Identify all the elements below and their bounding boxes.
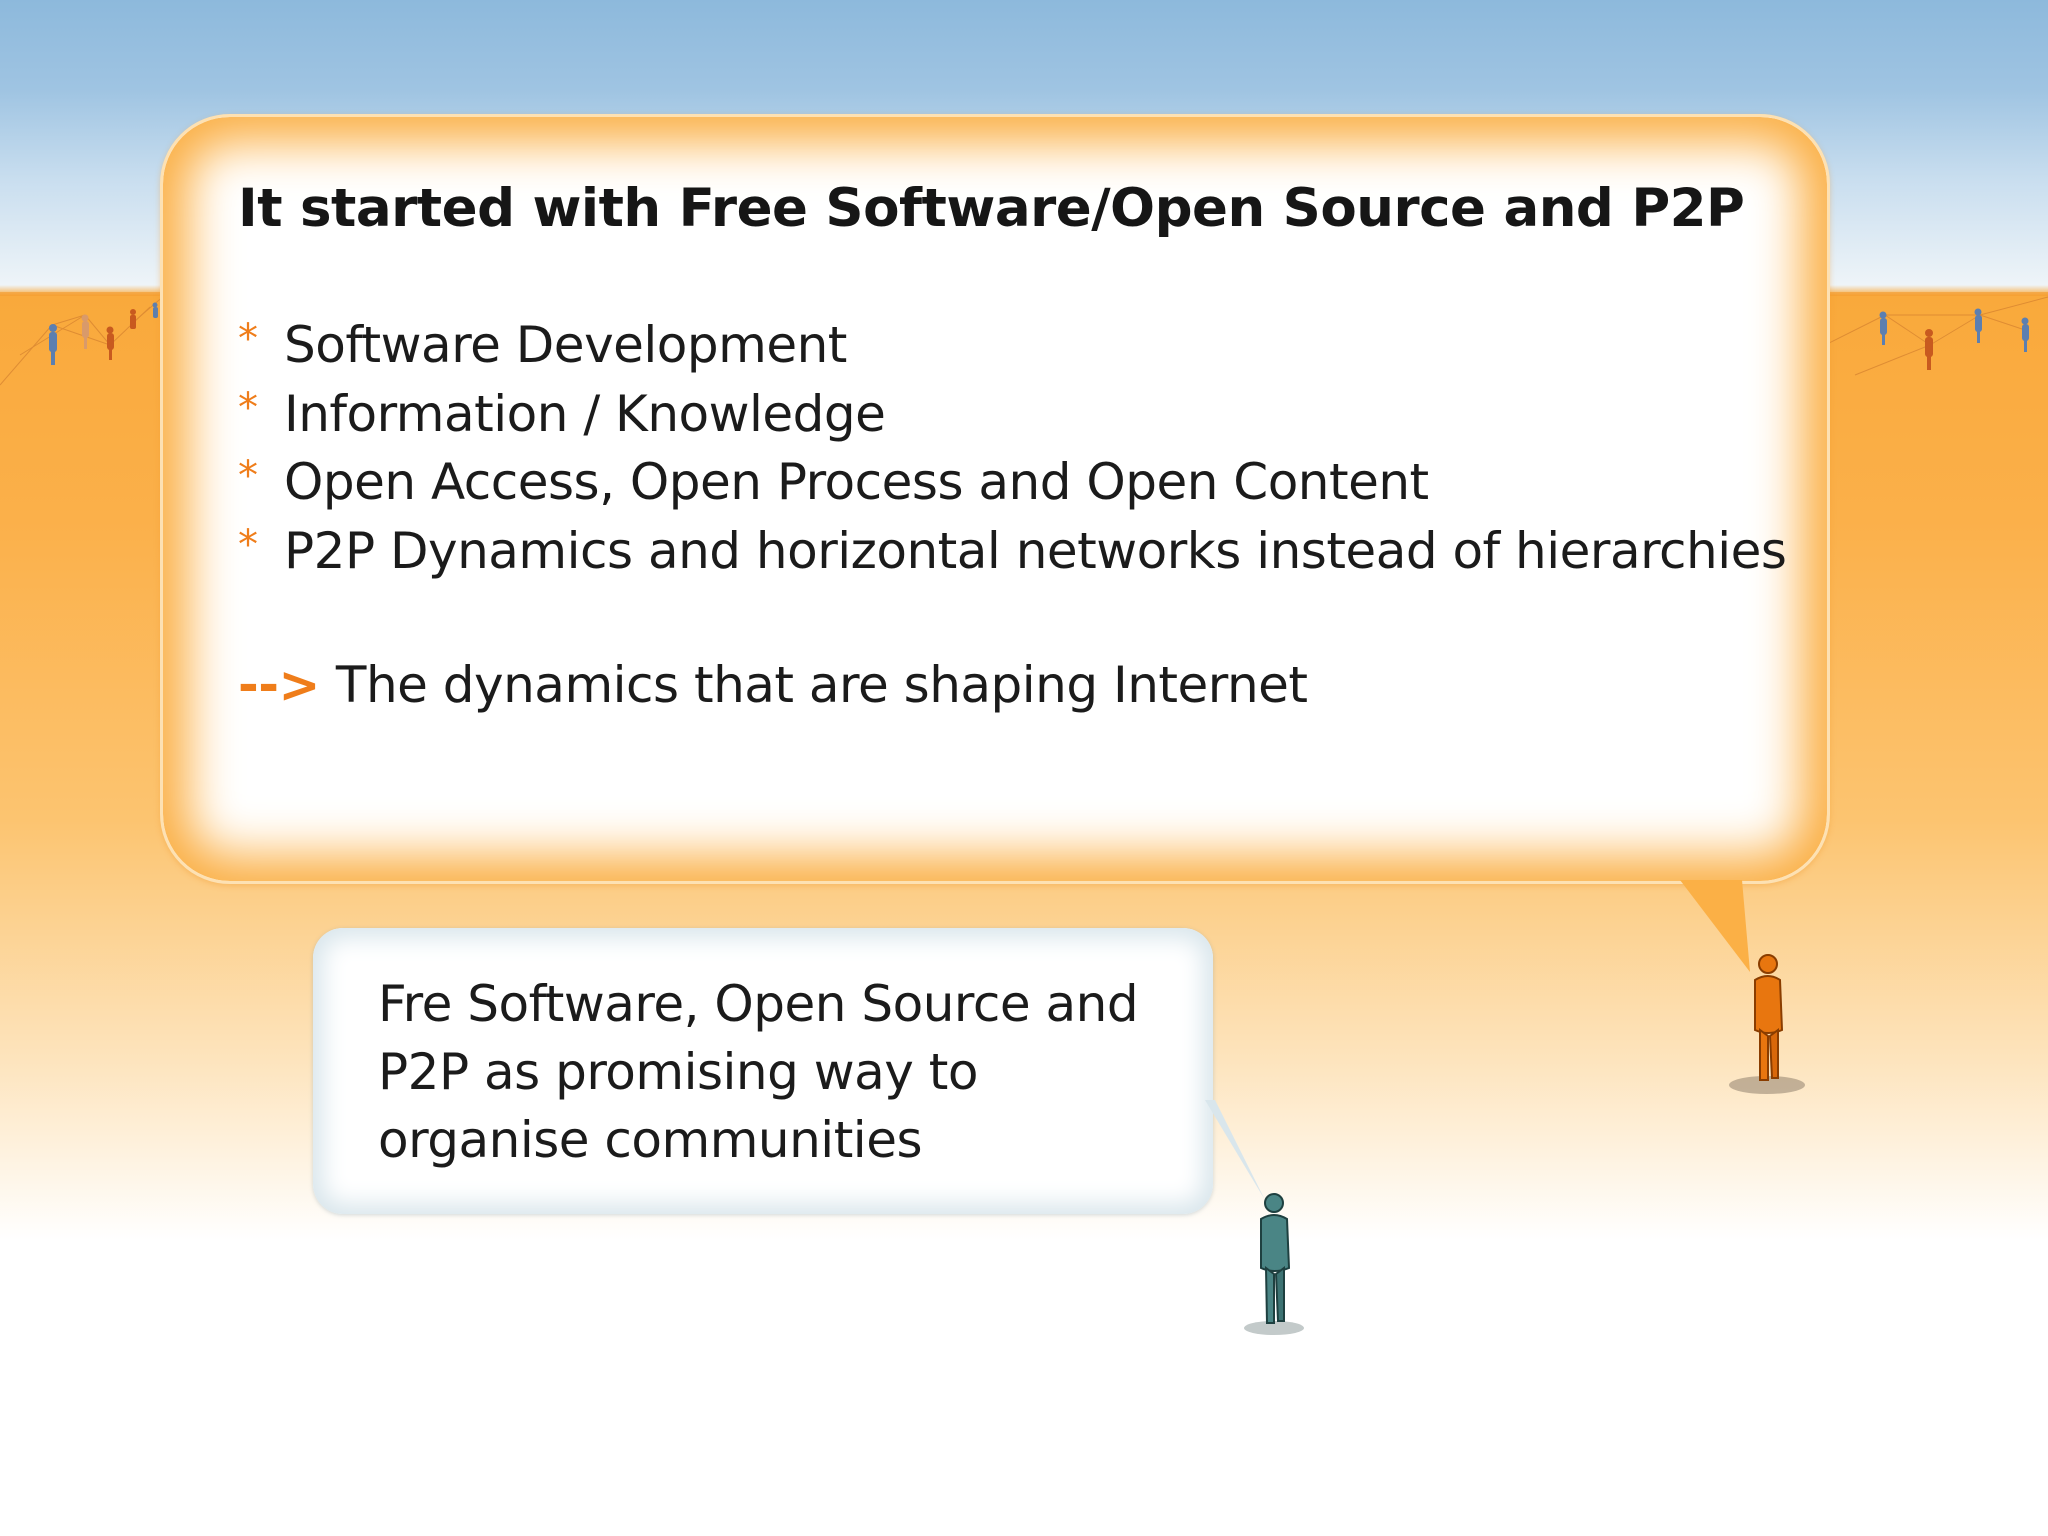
bullet-text: Software Development	[284, 316, 847, 374]
network-crowd-right-icon	[1825, 296, 2048, 376]
bullet-text: Information / Knowledge	[284, 384, 886, 443]
conclusion-text: The dynamics that are shaping Internet	[335, 656, 1308, 714]
asterisk-bullet-icon: *	[238, 453, 258, 499]
list-item: * P2P Dynamics and horizontal networks i…	[238, 521, 1787, 591]
asterisk-bullet-icon: *	[238, 521, 258, 568]
slide-heading: It started with Free Software/Open Sourc…	[238, 178, 1745, 239]
list-item: * Information / Knowledge	[238, 385, 1786, 454]
arrow-icon: -->	[238, 656, 320, 714]
bullet-text: P2P Dynamics and horizontal networks ins…	[284, 521, 1787, 580]
main-speech-bubble	[160, 114, 1830, 884]
asterisk-bullet-icon: *	[238, 316, 258, 362]
bubble-note: Fre Software, Open Source and P2P as pro…	[378, 975, 1139, 1169]
bullet-list: * Software Development * Information / K…	[238, 316, 1787, 591]
secondary-bubble-tail	[1205, 1100, 1265, 1200]
asterisk-bullet-icon: *	[238, 384, 258, 431]
teal-person-icon	[1244, 1193, 1304, 1335]
list-item: * Software Development	[238, 316, 1786, 385]
main-bubble-tail	[1680, 880, 1750, 972]
bullet-text: Open Access, Open Process and Open Conte…	[284, 453, 1429, 511]
list-item: * Open Access, Open Process and Open Con…	[238, 453, 1786, 522]
network-crowd-left-icon	[0, 294, 166, 386]
orange-person-icon	[1729, 954, 1805, 1094]
secondary-speech-bubble	[313, 928, 1213, 1214]
conclusion-line: --> The dynamics that are shaping Interne…	[238, 656, 1308, 714]
